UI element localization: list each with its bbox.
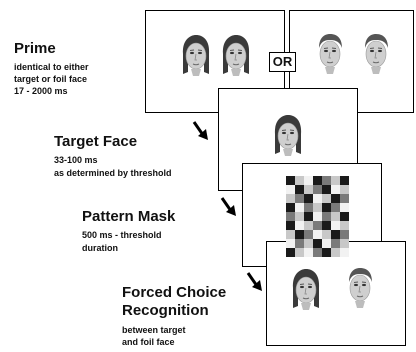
mask-cell (295, 194, 304, 203)
mask-cell (340, 185, 349, 194)
arrow-to-target-icon (192, 121, 208, 140)
mask-cell (313, 230, 322, 239)
mask-cell (304, 221, 313, 230)
target-female-face (272, 114, 304, 160)
target-face-line-2: as determined by threshold (54, 168, 172, 178)
forced-choice-title: Forced Choice (122, 284, 227, 301)
pattern-mask-line-1: 500 ms - threshold (82, 230, 162, 240)
mask-cell (304, 185, 313, 194)
arrow-to-choice-icon (246, 272, 262, 291)
mask-cell (322, 248, 331, 257)
mask-cell (295, 248, 304, 257)
mask-cell (304, 239, 313, 248)
mask-cell (331, 185, 340, 194)
mask-cell (295, 230, 304, 239)
prime-male-face-right (360, 32, 392, 78)
target-face-line-1: 33-100 ms (54, 155, 98, 165)
or-label: OR (269, 52, 296, 72)
mask-cell (322, 185, 331, 194)
mask-cell (286, 248, 295, 257)
prime-line-1: identical to either (14, 62, 89, 72)
mask-cell (331, 203, 340, 212)
mask-cell (286, 239, 295, 248)
mask-cell (295, 176, 304, 185)
mask-cell (331, 248, 340, 257)
mask-cell (340, 239, 349, 248)
mask-cell (313, 221, 322, 230)
mask-cell (304, 194, 313, 203)
mask-cell (322, 212, 331, 221)
pattern-mask-checkerboard (286, 176, 349, 257)
mask-cell (286, 176, 295, 185)
mask-cell (286, 212, 295, 221)
mask-cell (313, 248, 322, 257)
mask-cell (322, 176, 331, 185)
mask-cell (322, 230, 331, 239)
mask-cell (331, 194, 340, 203)
mask-cell (340, 212, 349, 221)
mask-cell (313, 194, 322, 203)
mask-cell (304, 203, 313, 212)
mask-cell (340, 194, 349, 203)
mask-cell (313, 212, 322, 221)
mask-cell (295, 239, 304, 248)
mask-cell (322, 221, 331, 230)
mask-cell (313, 203, 322, 212)
mask-cell (322, 239, 331, 248)
mask-cell (340, 221, 349, 230)
prime-title: Prime (14, 40, 56, 57)
mask-cell (295, 203, 304, 212)
mask-cell (304, 212, 313, 221)
forced-choice-frame (266, 241, 406, 346)
mask-cell (286, 194, 295, 203)
prime-line-2: target or foil face (14, 74, 88, 84)
mask-cell (295, 185, 304, 194)
mask-cell (340, 230, 349, 239)
mask-cell (331, 239, 340, 248)
mask-cell (313, 239, 322, 248)
mask-cell (340, 203, 349, 212)
mask-cell (313, 176, 322, 185)
mask-cell (286, 230, 295, 239)
prime-line-3: 17 - 2000 ms (14, 86, 68, 96)
forced-choice-title-2: Recognition (122, 302, 209, 319)
arrow-to-mask-icon (220, 197, 236, 216)
mask-cell (331, 176, 340, 185)
pattern-mask-line-2: duration (82, 243, 118, 253)
mask-cell (331, 230, 340, 239)
mask-cell (313, 185, 322, 194)
target-face-title: Target Face (54, 133, 138, 150)
mask-cell (286, 203, 295, 212)
mask-cell (286, 221, 295, 230)
prime-female-face-right (220, 34, 252, 80)
mask-cell (322, 194, 331, 203)
prime-female-face-left (180, 34, 212, 80)
mask-cell (304, 176, 313, 185)
pattern-mask-title: Pattern Mask (82, 208, 176, 225)
prime-male-face-left (314, 32, 346, 78)
choice-female-face (290, 268, 322, 314)
choice-male-face (344, 266, 376, 312)
mask-cell (304, 248, 313, 257)
mask-cell (286, 185, 295, 194)
mask-cell (304, 230, 313, 239)
mask-cell (340, 248, 349, 257)
mask-cell (322, 203, 331, 212)
mask-cell (331, 212, 340, 221)
mask-cell (331, 221, 340, 230)
mask-cell (295, 221, 304, 230)
mask-cell (340, 176, 349, 185)
mask-cell (295, 212, 304, 221)
forced-choice-line-1: between target (122, 325, 186, 335)
forced-choice-line-2: and foil face (122, 337, 175, 347)
